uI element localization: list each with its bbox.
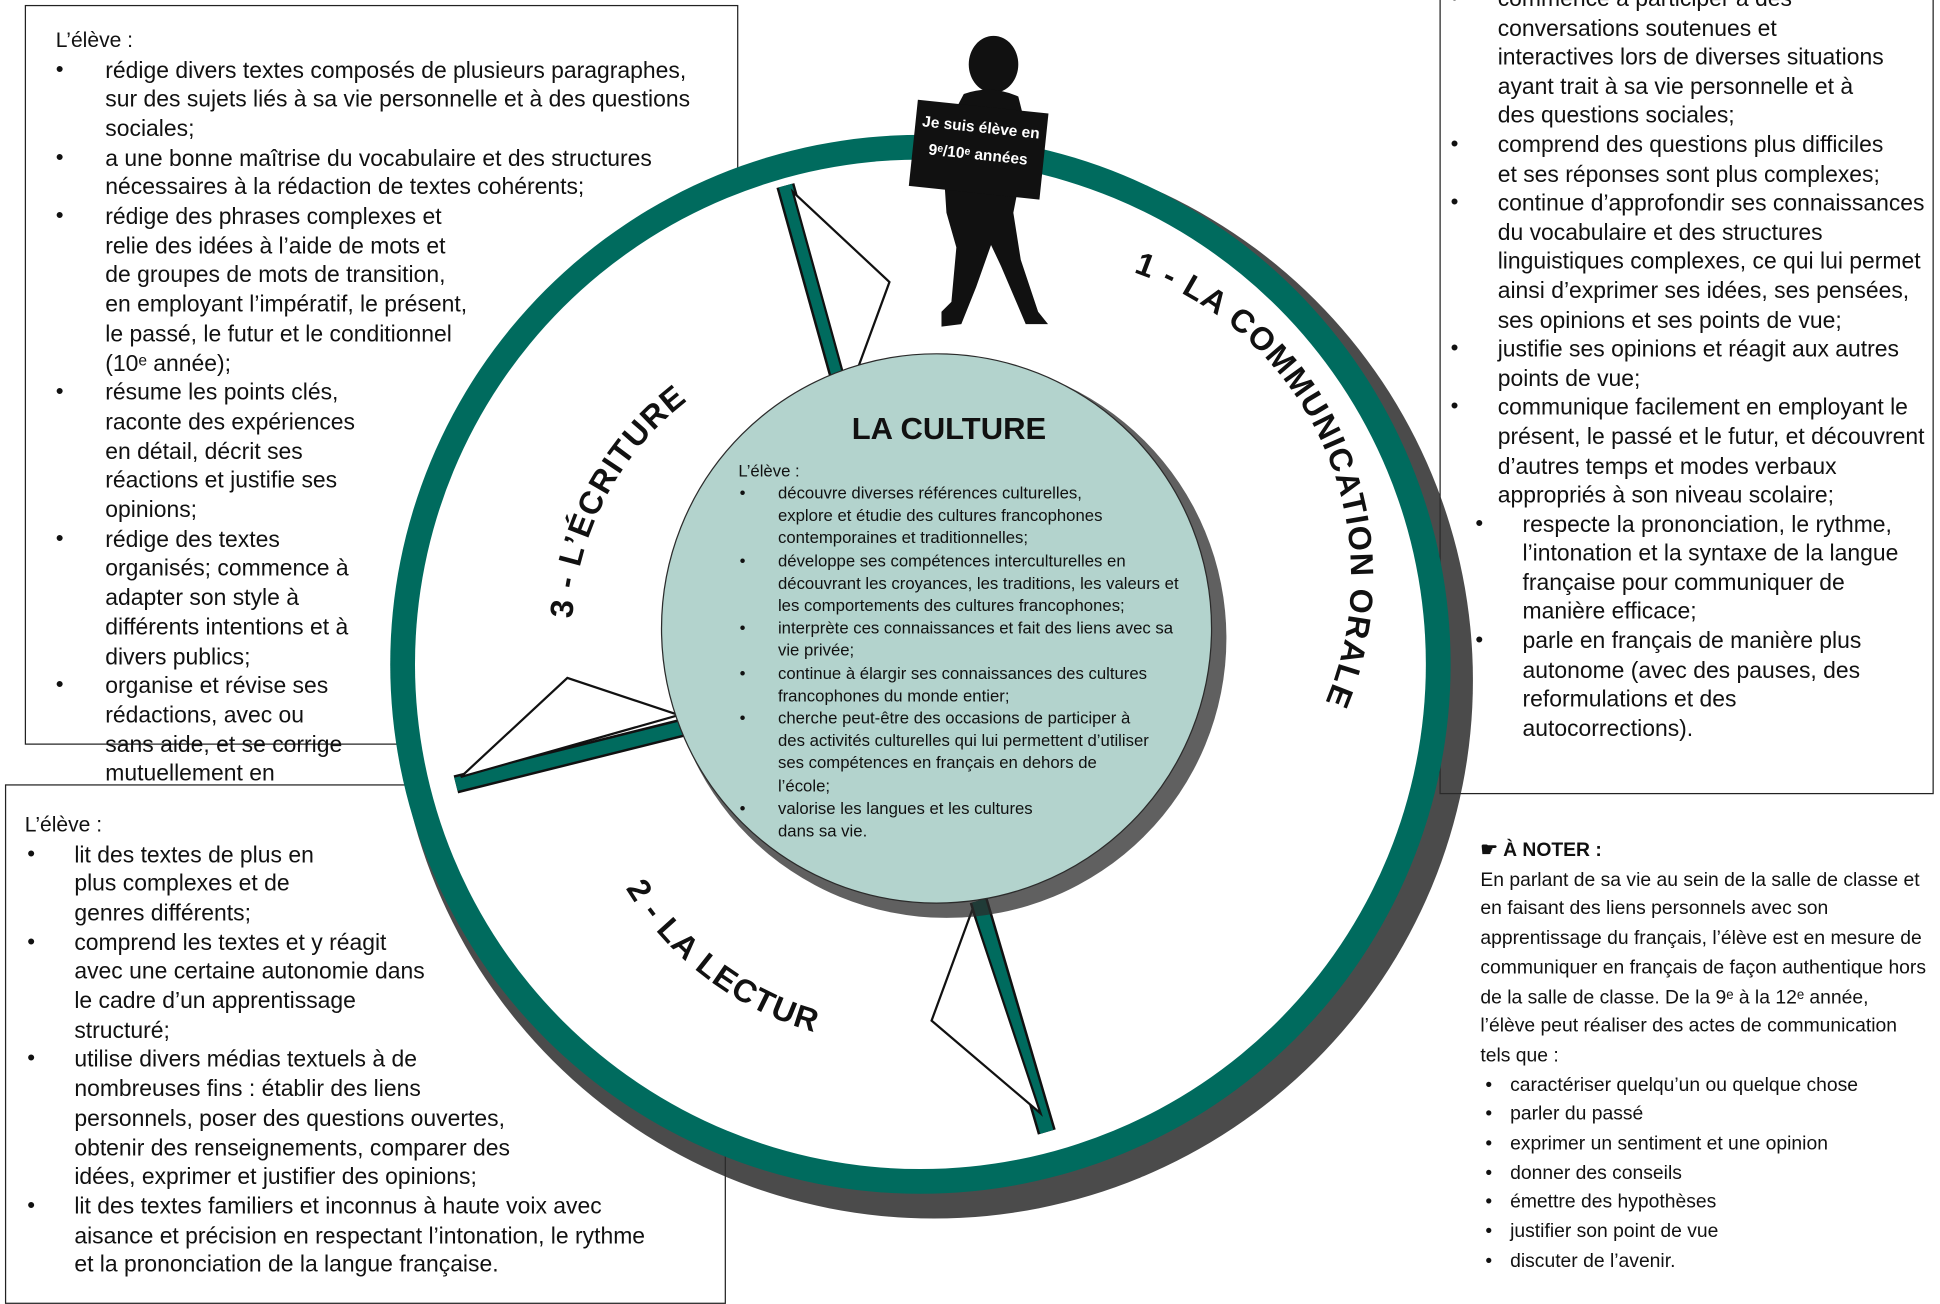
diagram-stage: L’élève : rédige divers textes composés … xyxy=(0,0,1940,1268)
culture-title: LA CULTURE xyxy=(851,411,1047,447)
list-item: continue d’approfondir ses connaissances… xyxy=(1441,188,1932,334)
arrow-right xyxy=(790,188,891,398)
note-block: ☛ À NOTER : En parlant de sa vie au sein… xyxy=(1480,836,1926,1276)
list-item: interprète ces connaissances et fait des… xyxy=(731,618,1187,663)
list-item: lit des textes de plus en plus complexes… xyxy=(6,839,316,927)
reading-intro: L’élève : xyxy=(24,812,103,837)
oral-outcomes-box: commence à participer à des conversation… xyxy=(1439,0,1934,795)
list-item: discuter de l’avenir. xyxy=(1480,1247,1926,1276)
culture-intro: L’élève : xyxy=(738,461,800,480)
list-item: parler du passé xyxy=(1480,1100,1926,1129)
list-item: cherche peut-être des occasions de parti… xyxy=(731,708,1150,798)
list-item: émettre des hypothèses xyxy=(1480,1188,1926,1217)
grade-sign: Je suis élève en 9ᵉ/10ᵉ années xyxy=(908,99,1049,200)
divider-top-inner xyxy=(778,183,852,401)
list-item: caractériser quelqu’un ou quelque chose xyxy=(1480,1071,1926,1100)
list-item: rédige des textes organisés; commence à … xyxy=(28,524,353,671)
list-item: parle en français de manière plus autono… xyxy=(1441,626,1882,743)
list-item: rédige divers textes composés de plusieu… xyxy=(28,55,737,143)
list-item: a une bonne maîtrise du vocabulaire et d… xyxy=(28,143,737,202)
list-item: découvre diverses références culturelles… xyxy=(731,482,1137,550)
divider-left-inner xyxy=(454,720,686,791)
reading-list: lit des textes de plus en plus complexes… xyxy=(6,839,725,1279)
note-list: caractériser quelqu’un ou quelque chose … xyxy=(1480,1071,1926,1276)
note-heading: ☛ À NOTER : xyxy=(1480,836,1926,865)
list-item: commence à participer à des conversation… xyxy=(1441,0,1894,130)
list-item: donner des conseils xyxy=(1480,1159,1926,1188)
culture-list: découvre diverses références culturelles… xyxy=(731,482,1192,842)
list-item: communique facilement en employant le pr… xyxy=(1441,393,1925,510)
writing-intro: L’élève : xyxy=(55,28,134,52)
list-item: utilise divers médias textuels à de nomb… xyxy=(6,1045,545,1192)
list-item: respecte la prononciation, le rythme, l’… xyxy=(1441,509,1919,626)
list-item: exprimer un sentiment et une opinion xyxy=(1480,1130,1926,1159)
note-title: À NOTER : xyxy=(1503,839,1602,862)
list-item: lit des textes familiers et inconnus à h… xyxy=(6,1191,656,1279)
list-item: développe ses compétences interculturell… xyxy=(731,550,1187,618)
list-item: rédige des phrases complexes et relie de… xyxy=(28,202,476,378)
pointing-hand-icon: ☛ xyxy=(1480,839,1498,862)
list-item: continue à élargir ses connaissances des… xyxy=(731,663,1162,708)
note-text: En parlant de sa vie au sein de la salle… xyxy=(1480,869,1927,1067)
arrow-bottom-left xyxy=(460,676,683,778)
list-item: comprend les textes et y réagit avec une… xyxy=(6,927,433,1044)
list-item: comprend des questions plus difficiles e… xyxy=(1441,130,1894,188)
arrow-top xyxy=(930,905,1043,1117)
list-item: valorise les langues et les cultures dan… xyxy=(731,798,1063,843)
list-item: justifier son point de vue xyxy=(1480,1217,1926,1246)
oral-list: commence à participer à des conversation… xyxy=(1441,0,1933,743)
list-item: justifie ses opinions et réagit aux autr… xyxy=(1441,334,1925,392)
list-item: résume les points clés, raconte des expé… xyxy=(28,378,365,525)
culture-content: LA CULTURE L’élève : découvre diverses r… xyxy=(731,408,1192,843)
divider-bottom-inner xyxy=(972,898,1054,1134)
